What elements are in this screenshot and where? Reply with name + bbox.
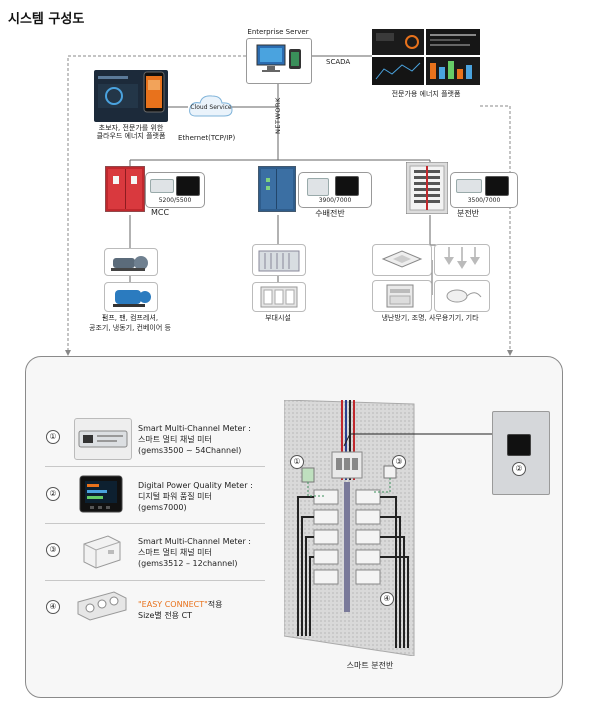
- meter-3900-icon: [307, 178, 329, 196]
- mcc-loads: 펌프, 팬, 컴프레셔, 공조기, 냉동기, 컨베이어 등: [70, 313, 190, 333]
- legend-2-line2: 디지털 파워 품질 미터: [138, 492, 212, 501]
- mcc-meter-box: 5200/5500: [145, 172, 205, 208]
- legend-1-image: [74, 418, 132, 460]
- switchgear-name: 수배전반: [315, 209, 345, 218]
- cloud-label: Cloud Service: [190, 104, 232, 111]
- network-label-box: NETWORK: [272, 92, 284, 136]
- easy-connect-highlight: "EASY CONNECT": [138, 600, 208, 609]
- mcc-model: 5200/5500: [158, 197, 192, 204]
- meter-3500-icon: [456, 179, 482, 193]
- board-marker-3: ③: [392, 455, 406, 469]
- switchgear-model: 3900/7000: [318, 197, 352, 204]
- distribution-model: 3500/7000: [467, 197, 501, 204]
- legend-1-line2: 스마트 멀티 채널 미터: [138, 435, 212, 444]
- legend-4-image: [74, 588, 130, 624]
- distribution-loads: 냉난방기, 조명, 사무용기기, 기타: [381, 314, 479, 322]
- legend-4-line1: "EASY CONNECT"적용: [138, 599, 223, 610]
- legend-2-image: [78, 474, 124, 514]
- legend-3-line2: 스마트 멀티 채널 미터: [138, 548, 212, 557]
- legend-2-number: ②: [46, 487, 60, 501]
- legend-3-number: ③: [46, 543, 60, 557]
- current-transformer-icon: [77, 591, 127, 621]
- legend-1-line3: (gems3500 ~ 54Channel): [138, 446, 242, 455]
- facility-card: [252, 282, 306, 312]
- legend-3-image: [78, 530, 124, 570]
- legend-1-line1: Smart Multi-Channel Meter :: [138, 424, 251, 433]
- legend-1-text: Smart Multi-Channel Meter : 스마트 멀티 채널 미터…: [138, 423, 251, 456]
- cloud-icon: [189, 95, 233, 117]
- scada-screens: [372, 29, 480, 85]
- air-conditioner-icon: [381, 250, 423, 268]
- legend-1-number: ①: [46, 430, 60, 444]
- distribution-board-graphic: [283, 399, 415, 657]
- transformer-icon: [258, 250, 300, 272]
- substation-card: [252, 244, 306, 276]
- switchgear-cabinet: [257, 165, 297, 213]
- motor-card: [104, 282, 158, 312]
- lighting-card: [434, 244, 490, 276]
- power-quality-meter-icon: [79, 475, 123, 513]
- meter-enclosure: [492, 411, 550, 495]
- compact-meter-icon: [83, 535, 121, 569]
- cloud-caption: 초보자, 전문가를 위한 클라우드 에너지 플랫폼: [94, 124, 168, 140]
- copier-icon: [386, 284, 414, 308]
- enclosure-meter-display-icon: [507, 434, 531, 456]
- office-equipment-card: [372, 280, 432, 312]
- legend-divider: [45, 580, 265, 581]
- facility-loads: 부대시설: [265, 314, 291, 322]
- lamp-icon: [444, 247, 480, 269]
- legend-3-text: Smart Multi-Channel Meter : 스마트 멀티 채널 미터…: [138, 536, 251, 569]
- pump-card: [104, 248, 158, 276]
- legend-2-line3: (gems7000): [138, 503, 187, 512]
- legend-4-suffix: 적용: [207, 600, 223, 609]
- multichannel-meter-icon: [78, 430, 128, 448]
- smart-board-illustration: [283, 399, 444, 657]
- other-equipment-card: [434, 280, 490, 312]
- board-marker-1: ①: [290, 455, 304, 469]
- mcc-name: MCC: [150, 208, 170, 217]
- meter-display-icon: [485, 176, 509, 196]
- switchgear-meter-box: 3900/7000: [298, 172, 372, 208]
- mcc-loads-line2: 공조기, 냉동기, 컨베이어 등: [89, 324, 171, 332]
- distribution-cabinet: [405, 161, 449, 215]
- legend-3-line1: Smart Multi-Channel Meter :: [138, 537, 251, 546]
- legend-2-text: Digital Power Quality Meter : 디지털 파워 품질 …: [138, 480, 253, 513]
- legend-4-number: ④: [46, 600, 60, 614]
- hvac-card: [372, 244, 432, 276]
- legend-divider: [45, 466, 265, 467]
- power-strip-icon: [446, 289, 482, 303]
- server-box: [246, 38, 312, 84]
- network-label: NETWORK: [274, 97, 282, 134]
- legend-divider: [45, 523, 265, 524]
- legend-4-line2: Size별 전용 CT: [138, 611, 193, 620]
- legend-4-text: "EASY CONNECT"적용 Size별 전용 CT: [138, 599, 223, 621]
- server-monitor-icon: [256, 44, 301, 72]
- smart-board-caption: 스마트 분전반: [346, 661, 394, 670]
- mcc-loads-line1: 펌프, 팬, 컴프레셔,: [101, 314, 159, 322]
- legend-3-line3: (gems3512 – 12channel): [138, 559, 238, 568]
- scada-label: SCADA: [326, 58, 351, 66]
- cloud-caption-line2: 클라우드 에너지 플랫폼: [96, 132, 166, 140]
- switchboard-icon: [260, 286, 298, 308]
- board-marker-4: ④: [380, 592, 394, 606]
- meter-5200-icon: [150, 179, 174, 193]
- enclosure-wiring: [343, 433, 500, 447]
- scada-caption: 전문가용 에너지 플랫폼: [391, 90, 461, 98]
- pump-icon: [111, 256, 148, 271]
- page-title: 시스템 구성도: [8, 12, 85, 27]
- meter-display-icon: [176, 176, 200, 196]
- distribution-name: 분전반: [456, 209, 480, 218]
- board-marker-2: ②: [512, 462, 526, 476]
- cloud-platform-screens: [94, 70, 168, 122]
- distribution-meter-box: 3500/7000: [450, 172, 518, 208]
- cloud-service: [188, 92, 234, 120]
- cloud-caption-line1: 초보자, 전문가를 위한: [98, 124, 164, 132]
- meter-display-icon: [335, 176, 359, 196]
- mcc-cabinet: [104, 165, 146, 213]
- legend-2-line1: Digital Power Quality Meter :: [138, 481, 253, 490]
- ethernet-label: Ethernet(TCP/IP): [178, 134, 236, 142]
- motor-icon: [113, 290, 151, 307]
- server-label: Enterprise Server: [247, 28, 309, 36]
